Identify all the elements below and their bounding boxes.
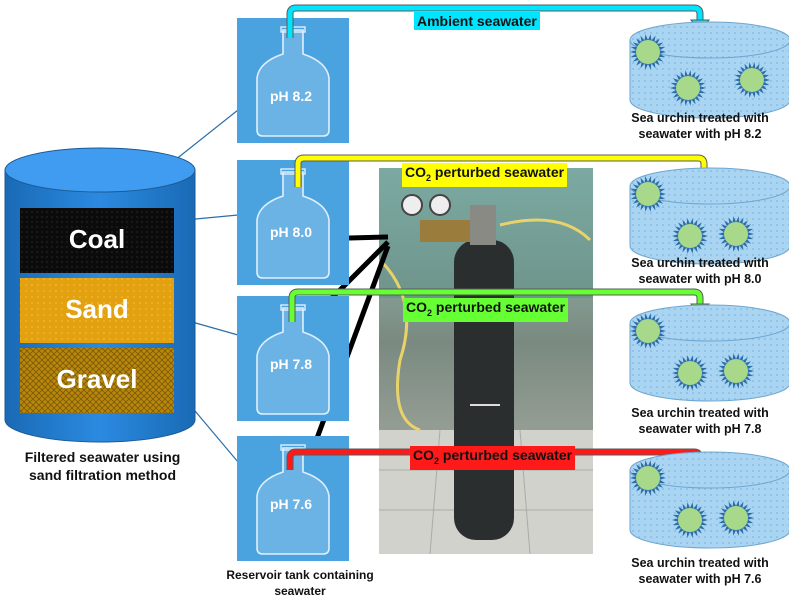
gravel-layer xyxy=(20,348,174,413)
flow-label-co2-7.8: CO2 perturbed seawater xyxy=(403,298,569,322)
sea-urchin xyxy=(670,70,706,106)
sea-urchin xyxy=(672,218,708,254)
sea-urchin xyxy=(734,62,770,98)
sea-urchin xyxy=(672,355,708,391)
sea-urchin xyxy=(630,34,666,70)
sea-urchin-tank xyxy=(629,167,789,265)
sea-urchin xyxy=(718,216,754,252)
glass-flask xyxy=(256,29,330,137)
flow-label-subscript: 2 xyxy=(426,172,432,183)
glass-flask xyxy=(256,307,330,415)
gas-cylinder xyxy=(454,240,514,540)
flow-label-subscript: 2 xyxy=(434,455,440,466)
tank-caption-line: Sea urchin treated with xyxy=(631,111,769,125)
tank-caption-line: Sea urchin treated with xyxy=(631,406,769,420)
flow-label-prefix: CO xyxy=(413,447,434,463)
sea-urchin xyxy=(718,500,754,536)
flow-label-co2-8.0: CO2 perturbed seawater xyxy=(402,163,568,187)
ph-label-8.0: pH 8.0 xyxy=(270,224,313,240)
pressure-gauge xyxy=(429,194,451,216)
coal-label: Coal xyxy=(68,224,126,254)
tank-caption-line: seawater with pH 8.0 xyxy=(638,272,762,287)
ph-label-7.6: pH 7.6 xyxy=(270,496,313,512)
tank-caption-8.0: Sea urchin treated with seawater with pH… xyxy=(610,255,789,288)
reservoir-caption-line: seawater xyxy=(274,583,326,598)
reservoir-group xyxy=(237,18,349,561)
sea-urchin-tank xyxy=(629,451,789,549)
pressure-gauge xyxy=(401,194,423,216)
sand-label: Sand xyxy=(65,294,129,324)
reservoir-tank xyxy=(237,160,349,285)
tank-caption-line: seawater with pH 7.8 xyxy=(638,422,762,437)
ph-label-8.2: pH 8.2 xyxy=(270,88,313,104)
sea-urchin xyxy=(672,502,708,538)
flow-label-text: Ambient seawater xyxy=(417,13,537,29)
sea-urchin xyxy=(718,353,754,389)
flow-label-ambient: Ambient seawater xyxy=(414,12,540,30)
sea-urchin xyxy=(630,176,666,212)
tank-caption-line: seawater with pH 8.2 xyxy=(638,127,762,142)
flow-label-subscript: 2 xyxy=(427,307,433,318)
filter-caption-line: Filtered seawater using xyxy=(24,449,181,465)
sea-urchin xyxy=(630,313,666,349)
tank-caption-line: Sea urchin treated with xyxy=(631,556,769,570)
flow-label-prefix: CO xyxy=(405,164,426,180)
filter-cylinder xyxy=(4,147,196,443)
reservoir-tank xyxy=(237,18,349,143)
gravel-label: Gravel xyxy=(56,364,138,394)
tank-caption-line: seawater with pH 7.6 xyxy=(638,572,762,587)
coal-layer xyxy=(20,208,174,273)
glass-flask xyxy=(256,171,330,279)
sea-urchin-tank xyxy=(629,304,789,402)
flow-label-co2-7.6: CO2 perturbed seawater xyxy=(410,446,576,470)
tank-caption-line: Sea urchin treated with xyxy=(631,256,769,270)
filter-caption-line: sand filtration method xyxy=(29,467,176,484)
flow-label-prefix: CO xyxy=(406,299,427,315)
reservoir-caption-line: Reservoir tank containing xyxy=(226,568,374,582)
sea-urchin-tank xyxy=(629,21,789,119)
connector-line xyxy=(189,404,239,463)
tank-caption-8.2: Sea urchin treated with seawater with pH… xyxy=(610,110,789,143)
reservoir-caption: Reservoir tank containing seawater xyxy=(205,568,395,599)
tank-caption-7.6: Sea urchin treated with seawater with pH… xyxy=(610,555,789,588)
sea-urchin xyxy=(630,460,666,496)
reservoir-tank xyxy=(237,436,349,561)
flow-label-suffix: perturbed seawater xyxy=(439,447,573,463)
filter-caption: Filtered seawater using sand filtration … xyxy=(0,448,205,484)
flow-label-suffix: perturbed seawater xyxy=(432,299,566,315)
co2-cylinder-photo xyxy=(378,168,593,555)
ph-label-7.8: pH 7.8 xyxy=(270,356,313,372)
flow-label-suffix: perturbed seawater xyxy=(431,164,565,180)
glass-flask xyxy=(256,447,330,555)
tank-caption-7.8: Sea urchin treated with seawater with pH… xyxy=(610,405,789,438)
tank-group xyxy=(629,21,789,549)
sand-layer xyxy=(20,278,174,343)
